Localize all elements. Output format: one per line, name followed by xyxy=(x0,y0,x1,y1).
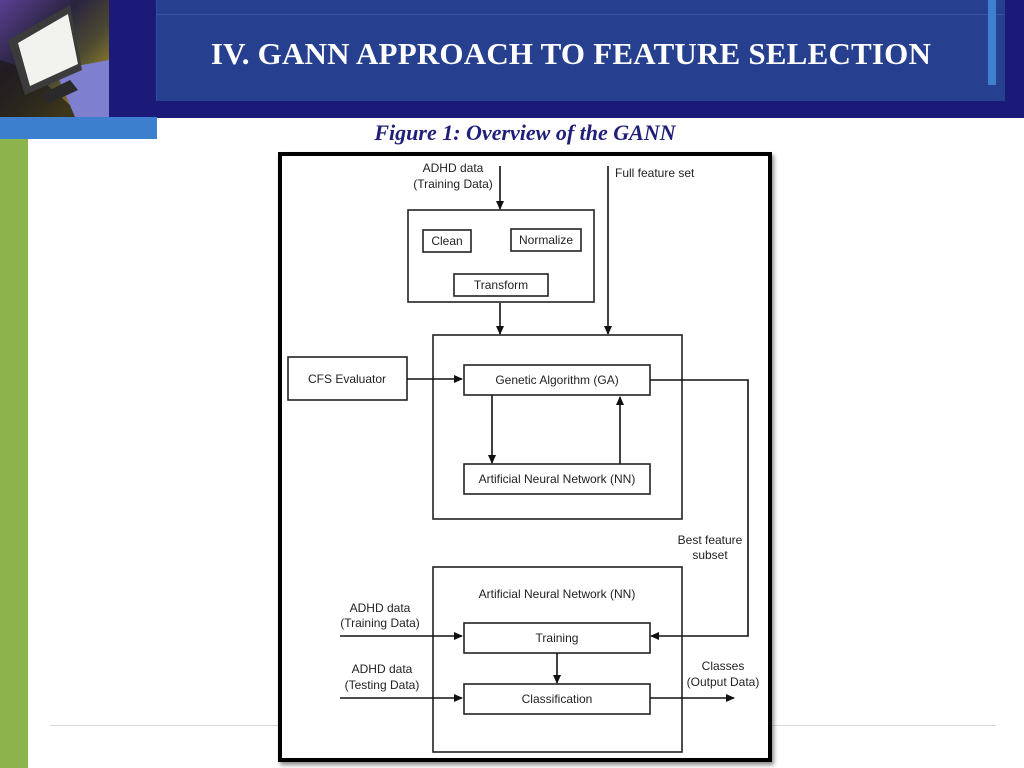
clean-label: Clean xyxy=(431,234,462,248)
accent-bar-blue xyxy=(0,117,157,139)
accent-bar-green xyxy=(0,139,28,768)
computer-monitor-image xyxy=(0,0,109,117)
best-subset-l2: subset xyxy=(692,548,728,562)
slide-title: IV. GANN APPROACH TO FEATURE SELECTION xyxy=(210,36,932,71)
normalize-box xyxy=(510,228,582,252)
transform-box xyxy=(453,273,549,297)
nn-final-title: Artificial Neural Network (NN) xyxy=(479,587,636,601)
preprocess-box xyxy=(407,209,595,303)
input-adhd-testing-l2: (Testing Data) xyxy=(345,678,420,692)
nn-inner-box xyxy=(463,463,651,495)
nn-inner-label: Artificial Neural Network (NN) xyxy=(479,472,636,486)
input-adhd-training-bottom-l2: (Training Data) xyxy=(340,616,420,630)
input-adhd-training-top-l2: (Training Data) xyxy=(413,177,493,191)
header-divider xyxy=(156,14,1004,15)
arrow-best-subset-to-training xyxy=(650,379,749,640)
classification-box xyxy=(463,683,651,715)
cfs-evaluator-label: CFS Evaluator xyxy=(308,372,386,386)
input-full-feature-set: Full feature set xyxy=(615,166,695,180)
input-adhd-training-bottom-l1: ADHD data xyxy=(350,601,411,615)
gann-diagram: ADHD data (Training Data) Full feature s… xyxy=(278,152,772,762)
input-adhd-testing-l1: ADHD data xyxy=(352,662,413,676)
nn-final-box xyxy=(432,566,683,753)
ga-nn-box xyxy=(432,334,683,520)
normalize-label: Normalize xyxy=(519,233,573,247)
classification-label: Classification xyxy=(522,692,593,706)
input-adhd-training-top-l1: ADHD data xyxy=(423,161,484,175)
clean-box xyxy=(422,229,472,253)
best-subset-l1: Best feature xyxy=(678,533,743,547)
training-label: Training xyxy=(536,631,579,645)
transform-label: Transform xyxy=(474,278,528,292)
figure-caption: Figure 1: Overview of the GANN xyxy=(374,120,676,145)
figure-frame xyxy=(278,152,772,762)
header-accent-bar xyxy=(988,0,996,85)
output-classes-l1: Classes xyxy=(702,659,745,673)
title-panel xyxy=(156,0,1005,101)
output-classes-l2: (Output Data) xyxy=(687,675,760,689)
ga-label: Genetic Algorithm (GA) xyxy=(495,373,618,387)
